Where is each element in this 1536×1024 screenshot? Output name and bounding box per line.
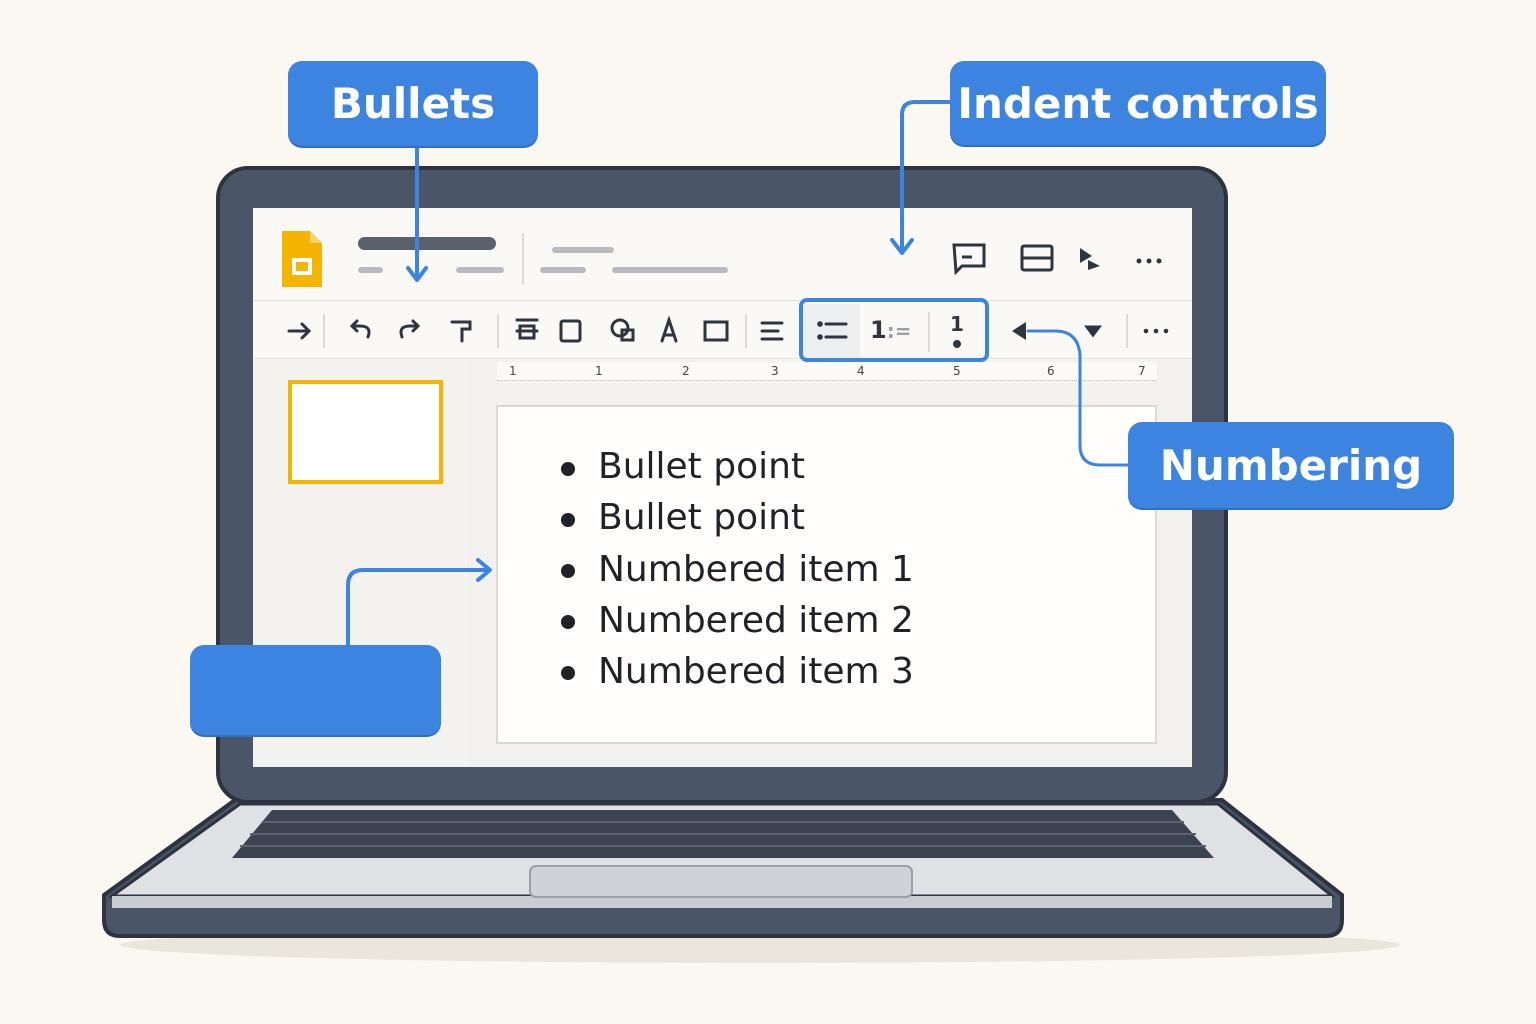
blank-callout-arrow — [346, 558, 492, 647]
share-icon — [1080, 248, 1100, 270]
numbering-callout: Numbering — [1128, 422, 1454, 508]
bullet-dot — [561, 615, 575, 629]
slides-logo-icon — [282, 231, 322, 287]
text-icon — [660, 315, 678, 343]
indent-controls-callout: Indent controls — [950, 61, 1326, 145]
bullet-dot — [561, 564, 575, 578]
arrow-icon — [287, 322, 312, 340]
ruler-tick: 1 — [595, 364, 603, 378]
ruler-tick: 4 — [857, 364, 865, 378]
paint-format-icon — [450, 320, 472, 343]
back-arrow-icon — [1012, 322, 1026, 340]
ruler-tick: 3 — [771, 364, 779, 378]
list-item[interactable]: Bullet point — [598, 497, 806, 538]
numbered-list-icon[interactable]: 1:= — [870, 316, 912, 344]
ruler-tick: 2 — [682, 364, 690, 378]
title-placeholder — [358, 237, 496, 250]
dropdown-icon — [1084, 325, 1102, 338]
shapes-icon — [610, 318, 630, 338]
frame-icon — [559, 319, 582, 343]
bullet-dot — [561, 666, 575, 680]
list-item[interactable]: Numbered item 1 — [598, 549, 914, 590]
indent-arrow — [890, 100, 952, 255]
indent-icon[interactable]: 1 — [950, 312, 964, 336]
redo-icon — [399, 319, 421, 339]
present-icon — [1020, 244, 1054, 272]
image-icon — [703, 320, 729, 342]
list-item[interactable]: Numbered item 2 — [598, 600, 914, 641]
numbering-arrow — [1026, 329, 1130, 467]
bullet-dot — [561, 513, 575, 527]
slide-canvas — [496, 405, 1157, 744]
bullets-arrow — [406, 144, 428, 282]
align-icon — [515, 318, 539, 340]
list-controls-highlight — [799, 298, 989, 362]
more-menu-icon — [1136, 258, 1162, 264]
ruler-tick: 7 — [1138, 364, 1146, 378]
list-item[interactable]: Numbered item 3 — [598, 651, 914, 692]
blank-callout — [190, 645, 441, 735]
undo-icon — [349, 319, 371, 339]
ruler-tick: 6 — [1047, 364, 1055, 378]
ruler — [497, 362, 1157, 381]
ruler-tick: 1 — [509, 364, 517, 378]
ruler-tick: 5 — [953, 364, 961, 378]
bulleted-list-icon — [824, 322, 848, 339]
list-item[interactable]: Bullet point — [598, 446, 806, 487]
bullet-dot — [561, 462, 575, 476]
comment-icon — [952, 243, 986, 276]
slide-thumbnail[interactable] — [288, 380, 443, 484]
align-left-icon — [760, 321, 784, 341]
bullets-callout: Bullets — [288, 61, 538, 146]
